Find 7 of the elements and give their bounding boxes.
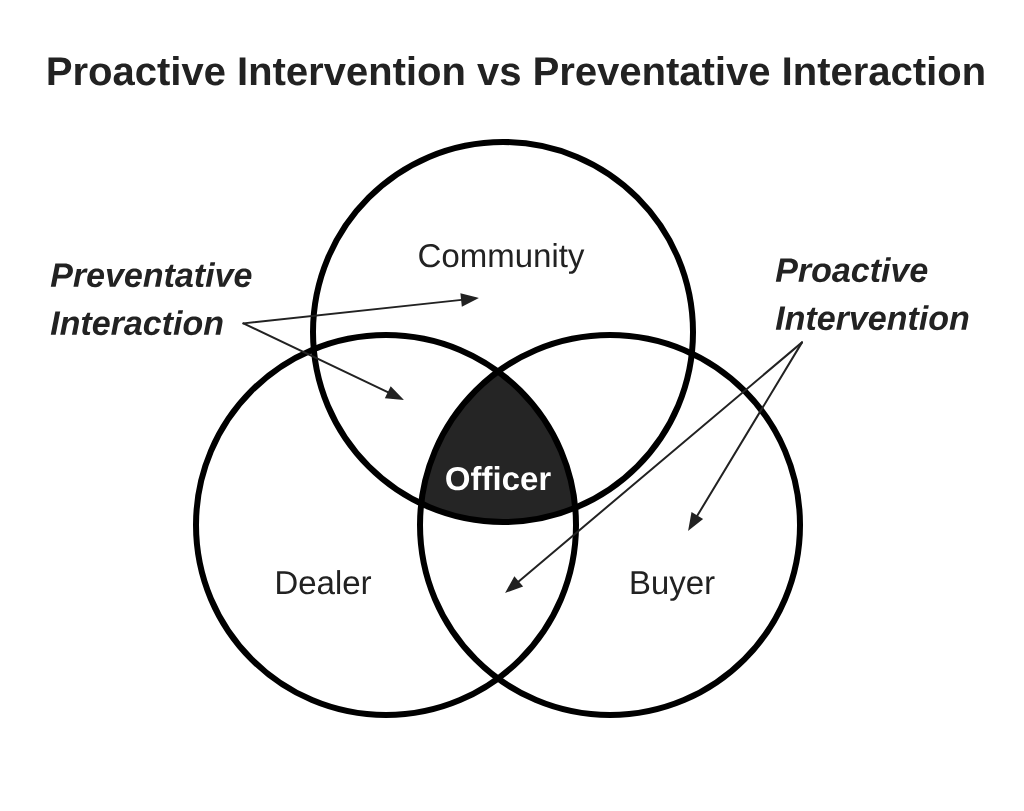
circle-label: Dealer bbox=[277, 570, 372, 595]
circle-label: Community bbox=[419, 243, 585, 274]
title: Proactive Intervention vs Preventative Interaction bbox=[48, 56, 984, 86]
callout-text: Proactive Intervention bbox=[775, 257, 969, 331]
circle-label: Buyer bbox=[631, 571, 715, 601]
region-label: Officer bbox=[446, 466, 551, 491]
callout-text: Preventative Interaction bbox=[50, 262, 252, 336]
